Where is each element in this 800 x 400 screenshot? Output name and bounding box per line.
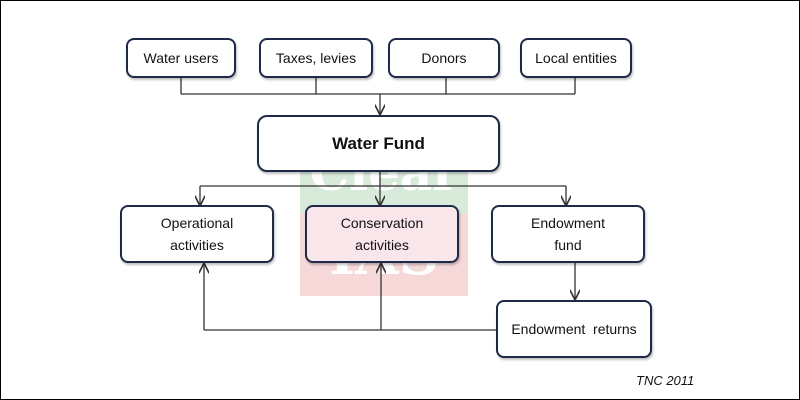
- endowment-returns-label: Endowment returns: [511, 321, 637, 337]
- operational-line2: activities: [170, 237, 224, 253]
- endowment-line1: Endowment: [531, 215, 605, 231]
- water-users-label: Water users: [143, 50, 219, 66]
- local-entities-box: Local entities: [520, 38, 632, 78]
- water-users-box: Water users: [126, 38, 236, 78]
- conservation-activities-box: Conservation activities: [305, 205, 459, 263]
- conservation-line1: Conservation: [340, 215, 424, 231]
- source-credit: TNC 2011: [636, 373, 695, 388]
- endowment-line2: fund: [554, 237, 582, 253]
- water-fund-label: Water Fund: [332, 133, 425, 153]
- donors-box: Donors: [388, 38, 500, 78]
- local-entities-label: Local entities: [535, 50, 617, 66]
- operational-activities-box: Operational activities: [120, 205, 274, 263]
- endowment-fund-box: Endowment fund: [491, 205, 645, 263]
- donors-label: Donors: [421, 50, 467, 66]
- operational-line1: Operational: [160, 215, 234, 231]
- taxes-levies-label: Taxes, levies: [275, 50, 357, 66]
- taxes-levies-box: Taxes, levies: [259, 38, 373, 78]
- water-fund-box: Water Fund: [257, 115, 500, 172]
- conservation-line2: activities: [355, 237, 409, 253]
- endowment-returns-box: Endowment returns: [496, 300, 652, 358]
